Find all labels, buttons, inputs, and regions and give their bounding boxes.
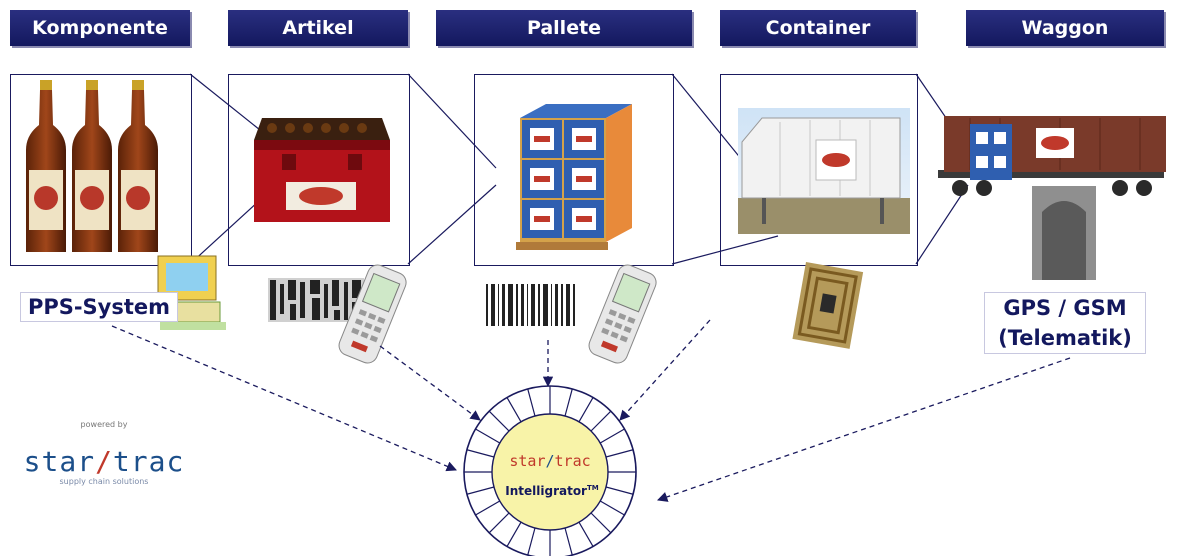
hub-spoke <box>527 527 536 556</box>
startrac-logo: powered by star/trac supply chain soluti… <box>14 420 194 486</box>
crate-image <box>254 118 390 222</box>
hub-spoke <box>527 388 536 417</box>
gps-gsm-label: GPS / GSM (Telematik) <box>984 292 1146 354</box>
hub-spoke <box>488 410 510 432</box>
telematik-line: (Telematik) <box>998 326 1132 350</box>
powered-by-text: powered by <box>80 420 128 429</box>
rfid-tag-icon <box>792 262 864 349</box>
hub-brand: star/trac <box>509 452 591 470</box>
header-artikel: Artikel <box>228 10 408 46</box>
hub-spoke <box>605 449 634 458</box>
header-pallete: Pallete <box>436 10 692 46</box>
waggon-image <box>938 116 1166 280</box>
header-container: Container <box>720 10 916 46</box>
logo-brand-mark: star/trac <box>23 445 185 478</box>
scanner-icon-1 <box>338 264 407 364</box>
header-komponente: Komponente <box>10 10 190 46</box>
logo-tagline: supply chain solutions <box>59 477 149 486</box>
scanner-icon-2 <box>588 264 657 364</box>
hub-spoke <box>564 527 573 556</box>
hub-spoke <box>466 449 495 458</box>
computer-icon <box>157 255 226 330</box>
hub-spoke <box>564 388 573 417</box>
hub-spoke <box>605 486 634 495</box>
hub-name: IntelligratorTM <box>494 484 610 498</box>
container-image <box>738 108 910 234</box>
barcode-2d-icon <box>268 278 364 322</box>
hub-spoke <box>506 521 522 547</box>
gps-gsm-line: GPS / GSM <box>1003 296 1127 320</box>
bottles-image <box>26 80 158 252</box>
hub-spoke <box>599 500 625 516</box>
hub-spoke <box>506 397 522 423</box>
barcode-1d-icon <box>486 284 575 326</box>
hub-spoke <box>475 500 501 516</box>
hub-spoke <box>578 521 594 547</box>
hub-spoke <box>590 512 612 534</box>
hub-spoke <box>488 512 510 534</box>
header-waggon: Waggon <box>966 10 1164 46</box>
hub-spoke <box>475 428 501 444</box>
hub-name-text: Intelligrator <box>505 484 587 498</box>
pallet-image <box>516 104 632 250</box>
hub-spoke <box>578 397 594 423</box>
pps-system-label: PPS-System <box>20 292 178 322</box>
intelligrator-hub <box>463 385 637 556</box>
hub-tm: TM <box>586 484 599 492</box>
hub-spoke <box>590 410 612 432</box>
hub-spoke <box>466 486 495 495</box>
hub-spoke <box>599 428 625 444</box>
